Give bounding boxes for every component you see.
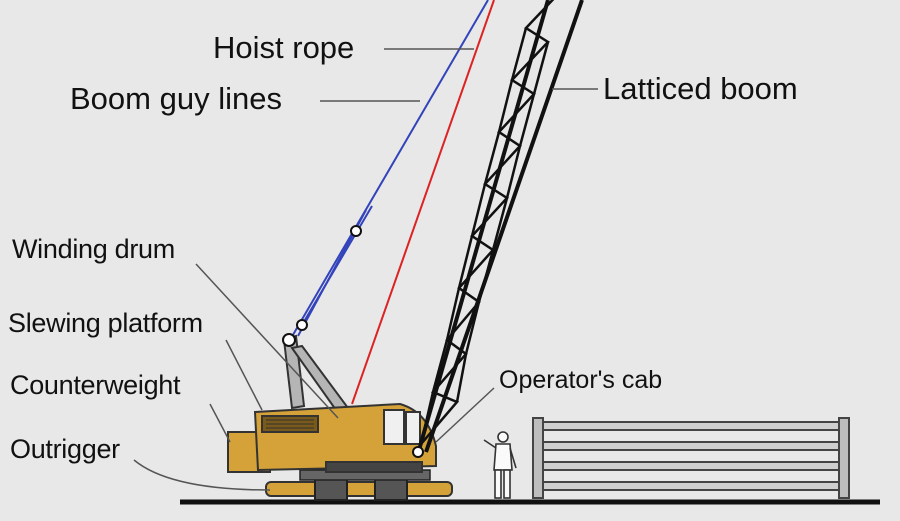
label-outrigger: Outrigger <box>10 434 120 464</box>
label-slewing-platform: Slewing platform <box>8 308 203 338</box>
label-operators-cab: Operator's cab <box>499 366 663 394</box>
boom-pivot <box>412 446 424 458</box>
label-winding-drum: Winding drum <box>12 234 175 264</box>
latticed-boom <box>417 0 584 453</box>
worker-figure <box>483 431 517 499</box>
label-latticed-boom: Latticed boom <box>603 71 798 106</box>
label-counterweight: Counterweight <box>10 370 181 400</box>
label-hoist-rope: Hoist rope <box>213 30 355 65</box>
hoist-rope <box>351 0 495 405</box>
crane-body <box>227 402 437 473</box>
guy-line-pulleys <box>282 225 362 347</box>
crawler-tracks <box>265 469 453 501</box>
label-boom-guy-lines: Boom guy lines <box>70 81 282 116</box>
a-frame-mast <box>282 334 350 412</box>
leader-lines <box>133 48 598 491</box>
pipe-stack <box>532 417 850 499</box>
